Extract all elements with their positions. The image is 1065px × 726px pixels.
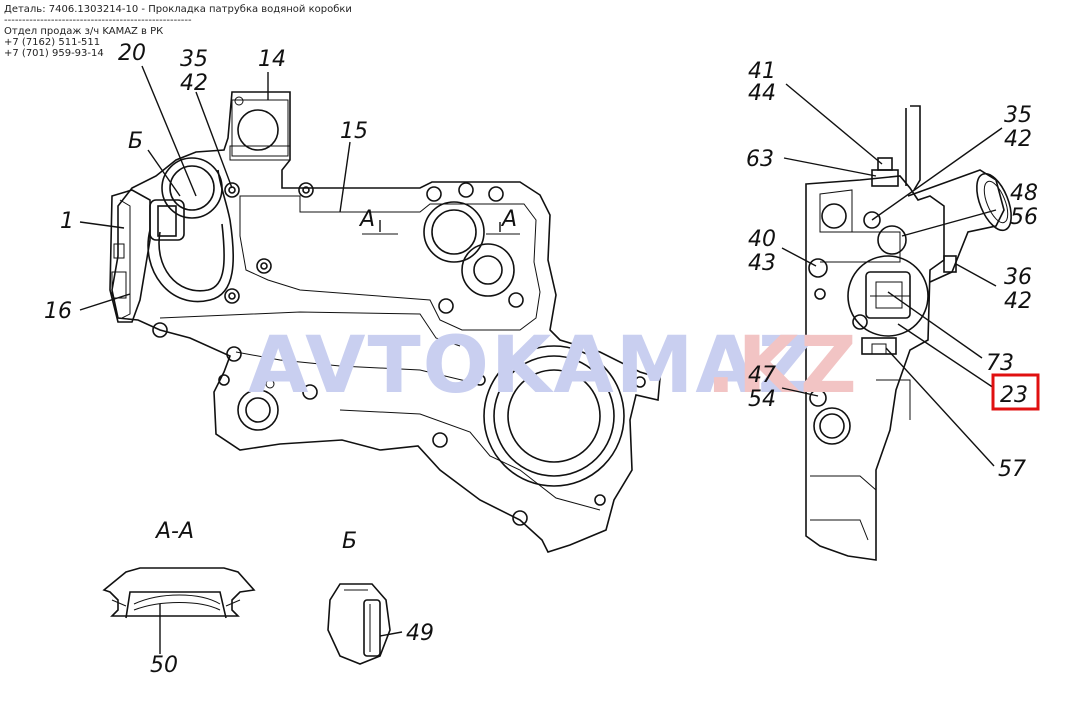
watermark-suffix: .KZ — [706, 321, 859, 411]
watermark-text: AVTOKAMAZ — [248, 321, 816, 411]
watermark: AVTOKAMAZ .KZ — [248, 321, 859, 411]
callout-42-lower: 42 — [1004, 289, 1032, 314]
callout-labels: 20 35 42 14 15 Б 1 16 А А 41 44 63 35 42… — [44, 41, 1038, 678]
header-separator: ----------------------------------------… — [4, 15, 192, 26]
callout-42: 42 — [180, 71, 208, 96]
callout-47: 47 — [748, 363, 776, 388]
callout-35: 35 — [180, 47, 208, 72]
view-title-b: Б — [342, 529, 357, 554]
section-mark-a-left: А — [358, 207, 375, 232]
callout-36: 36 — [1004, 265, 1032, 290]
callout-40: 40 — [748, 227, 776, 252]
callout-15: 15 — [340, 119, 368, 144]
callout-16: 16 — [44, 299, 72, 324]
section-mark-a-right: А — [500, 207, 517, 232]
callout-50: 50 — [150, 653, 178, 678]
timing-cover-housing — [109, 91, 661, 553]
callout-57: 57 — [998, 457, 1026, 482]
section-a-a — [102, 567, 256, 619]
callout-b: Б — [128, 129, 143, 154]
callout-44: 44 — [748, 81, 776, 106]
callout-63: 63 — [746, 147, 774, 172]
phone-1: +7 (7162) 511-511 — [4, 37, 101, 48]
callout-73: 73 — [986, 351, 1014, 376]
highlighted-callout-23[interactable]: 23 — [991, 373, 1040, 411]
phone-2: +7 (701) 959-93-14 — [4, 48, 104, 59]
callout-56: 56 — [1010, 205, 1038, 230]
water-box-assembly — [805, 105, 1012, 561]
callout-35-right: 35 — [1004, 103, 1032, 128]
callout-20: 20 — [118, 41, 146, 66]
part-title: Деталь: 7406.1303214-10 - Прокладка патр… — [4, 4, 352, 15]
section-title-a-a: А-А — [154, 519, 194, 544]
leader-lines — [79, 65, 1003, 654]
callout-43: 43 — [748, 251, 776, 276]
callout-42-right: 42 — [1004, 127, 1032, 152]
highlight-box — [991, 373, 1040, 411]
callout-1: 1 — [60, 209, 74, 234]
callout-48: 48 — [1010, 181, 1038, 206]
callout-23[interactable]: 23 — [1000, 383, 1028, 408]
callout-41: 41 — [748, 59, 776, 84]
callout-14: 14 — [258, 47, 286, 72]
dealer-name: Отдел продаж з/ч KAMAZ в РК — [4, 26, 164, 37]
callout-54: 54 — [748, 387, 776, 412]
callout-49: 49 — [406, 621, 434, 646]
view-b — [327, 583, 391, 665]
